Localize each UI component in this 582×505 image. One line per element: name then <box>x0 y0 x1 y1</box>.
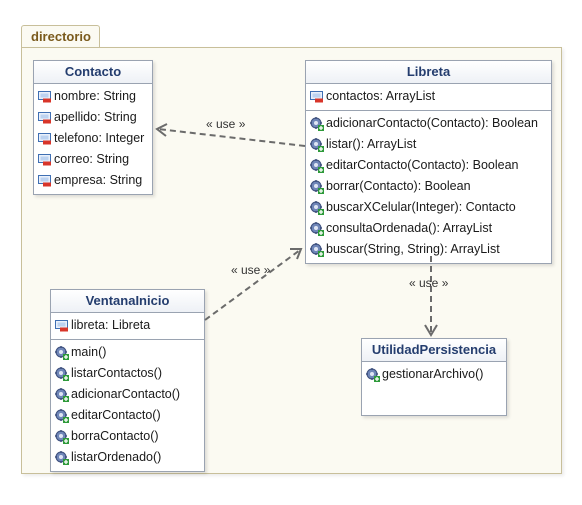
operations-section: adicionarContacto(Contacto): Boolean lis… <box>306 111 551 263</box>
attribute-text: libreta: Libreta <box>71 318 151 332</box>
public-operation-icon <box>55 367 69 381</box>
package-name: directorio <box>31 29 91 44</box>
operation-text: adicionarContacto() <box>71 387 181 401</box>
operation-text: listarOrdenado() <box>71 450 162 464</box>
operations-section: main() listarContactos() adicionarContac… <box>51 340 204 471</box>
relation-label: « use » <box>409 276 449 290</box>
private-attribute-icon <box>38 175 51 187</box>
attributes-section: contactos: ArrayList <box>306 84 551 111</box>
operation-text: adicionarContacto(Contacto): Boolean <box>326 116 538 130</box>
public-operation-icon <box>55 346 69 360</box>
operation-row: listarContactos() <box>51 363 204 384</box>
public-operation-icon <box>310 201 324 215</box>
public-operation-icon <box>310 222 324 236</box>
attribute-text: contactos: ArrayList <box>326 89 436 103</box>
operation-row: consultaOrdenada(): ArrayList <box>306 218 551 239</box>
arrowhead-libreta <box>290 248 303 260</box>
operation-row: editarContacto() <box>51 405 204 426</box>
operation-row: gestionarArchivo() <box>362 364 506 385</box>
private-attribute-icon <box>38 91 51 103</box>
operation-row: adicionarContacto() <box>51 384 204 405</box>
private-attribute-icon <box>55 320 68 332</box>
attribute-text: apellido: String <box>54 110 137 124</box>
class-name: VentanaInicio <box>51 290 204 313</box>
class-libreta[interactable]: Libreta contactos: ArrayList adicionarCo… <box>305 60 552 264</box>
operation-text: listar(): ArrayList <box>326 137 417 151</box>
private-attribute-icon <box>38 133 51 145</box>
operation-text: editarContacto() <box>71 408 161 422</box>
arrowhead-utilidad <box>424 324 438 337</box>
class-name: Contacto <box>34 61 152 84</box>
public-operation-icon <box>366 368 380 382</box>
public-operation-icon <box>310 243 324 257</box>
attribute-text: empresa: String <box>54 173 143 187</box>
operation-row: listar(): ArrayList <box>306 134 551 155</box>
public-operation-icon <box>310 159 324 173</box>
operation-text: buscar(String, String): ArrayList <box>326 242 500 256</box>
class-utilidad-persistencia[interactable]: UtilidadPersistencia gestionarArchivo() <box>361 338 507 416</box>
attribute-row: empresa: String <box>34 170 152 191</box>
attributes-section: libreta: Libreta <box>51 313 204 340</box>
attribute-row: contactos: ArrayList <box>306 86 551 107</box>
attribute-text: correo: String <box>54 152 130 166</box>
operation-row: buscarXCelular(Integer): Contacto <box>306 197 551 218</box>
class-name: Libreta <box>306 61 551 84</box>
operation-row: borraContacto() <box>51 426 204 447</box>
private-attribute-icon <box>38 112 51 124</box>
operation-row: main() <box>51 342 204 363</box>
dependency-ventana-libreta[interactable] <box>204 249 301 321</box>
operation-text: gestionarArchivo() <box>382 367 484 381</box>
class-name: UtilidadPersistencia <box>362 339 506 362</box>
private-attribute-icon <box>38 154 51 166</box>
attribute-text: nombre: String <box>54 89 136 103</box>
class-contacto[interactable]: Contacto nombre: String apellido: String… <box>33 60 153 195</box>
operation-row: adicionarContacto(Contacto): Boolean <box>306 113 551 134</box>
operation-text: main() <box>71 345 107 359</box>
attributes-section: nombre: String apellido: String telefono… <box>34 84 152 194</box>
operations-section: gestionarArchivo() <box>362 362 506 388</box>
public-operation-icon <box>55 409 69 423</box>
attribute-text: telefono: Integer <box>54 131 145 145</box>
arrowhead-contacto <box>155 123 168 137</box>
operation-row: buscar(String, String): ArrayList <box>306 239 551 260</box>
public-operation-icon <box>55 451 69 465</box>
attribute-row: telefono: Integer <box>34 128 152 149</box>
attribute-row: correo: String <box>34 149 152 170</box>
operation-text: buscarXCelular(Integer): Contacto <box>326 200 516 214</box>
operation-text: borrar(Contacto): Boolean <box>326 179 471 193</box>
package-tab: directorio <box>21 25 100 47</box>
attribute-row: apellido: String <box>34 107 152 128</box>
public-operation-icon <box>310 138 324 152</box>
public-operation-icon <box>55 430 69 444</box>
operation-row: borrar(Contacto): Boolean <box>306 176 551 197</box>
operation-row: editarContacto(Contacto): Boolean <box>306 155 551 176</box>
operation-text: borraContacto() <box>71 429 159 443</box>
relation-label: « use » <box>206 117 246 131</box>
class-ventana-inicio[interactable]: VentanaInicio libreta: Libreta main() li… <box>50 289 205 472</box>
public-operation-icon <box>55 388 69 402</box>
dependency-libreta-contacto[interactable] <box>157 128 306 147</box>
relation-label: « use » <box>231 263 271 277</box>
attribute-row: libreta: Libreta <box>51 315 204 336</box>
operation-text: editarContacto(Contacto): Boolean <box>326 158 519 172</box>
operation-row: listarOrdenado() <box>51 447 204 468</box>
operation-text: listarContactos() <box>71 366 162 380</box>
attribute-row: nombre: String <box>34 86 152 107</box>
private-attribute-icon <box>310 91 323 103</box>
public-operation-icon <box>310 180 324 194</box>
operation-text: consultaOrdenada(): ArrayList <box>326 221 493 235</box>
public-operation-icon <box>310 117 324 131</box>
